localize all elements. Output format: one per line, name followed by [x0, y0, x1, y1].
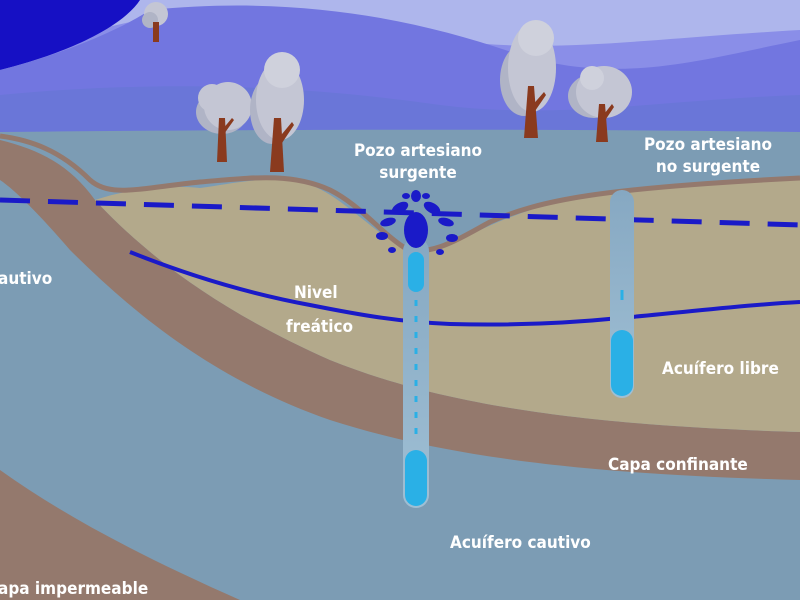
label-impermeable-layer: apa impermeable — [0, 579, 149, 599]
label-well-flowing: Pozo artesiano surgente — [346, 140, 490, 184]
label-confined-aquifer: Acuífero cautivo — [450, 533, 591, 553]
tree-4 — [500, 20, 556, 138]
tree-3 — [250, 52, 304, 172]
hill-dark — [0, 0, 140, 70]
well-flowing — [403, 238, 429, 508]
impermeable-layer — [0, 470, 240, 600]
label-well-nonflowing-line1: Pozo artesiano — [643, 135, 773, 155]
label-well-nonflowing-line2: no surgente — [655, 157, 761, 177]
label-water-table-line2: freático — [286, 317, 354, 337]
label-water-table-line1: Nivel — [294, 283, 338, 303]
tree-5 — [568, 66, 632, 142]
label-unconfined-aquifer: Acuífero libre — [662, 359, 779, 379]
label-well-nonflowing: Pozo artesiano no surgente — [636, 134, 780, 178]
label-well-flowing-line1: Pozo artesiano — [353, 141, 483, 161]
fountain-spray — [376, 190, 458, 255]
tree-1 — [142, 2, 168, 42]
well-nonflowing — [610, 190, 634, 398]
label-confined-left: autivo — [0, 269, 53, 289]
label-well-flowing-line2: surgente — [379, 163, 457, 183]
water-table-line — [129, 250, 800, 327]
label-confining-layer: Capa confinante — [608, 455, 748, 475]
confining-layer — [0, 140, 800, 480]
tree-2 — [196, 82, 252, 162]
surface-edge — [0, 133, 800, 254]
